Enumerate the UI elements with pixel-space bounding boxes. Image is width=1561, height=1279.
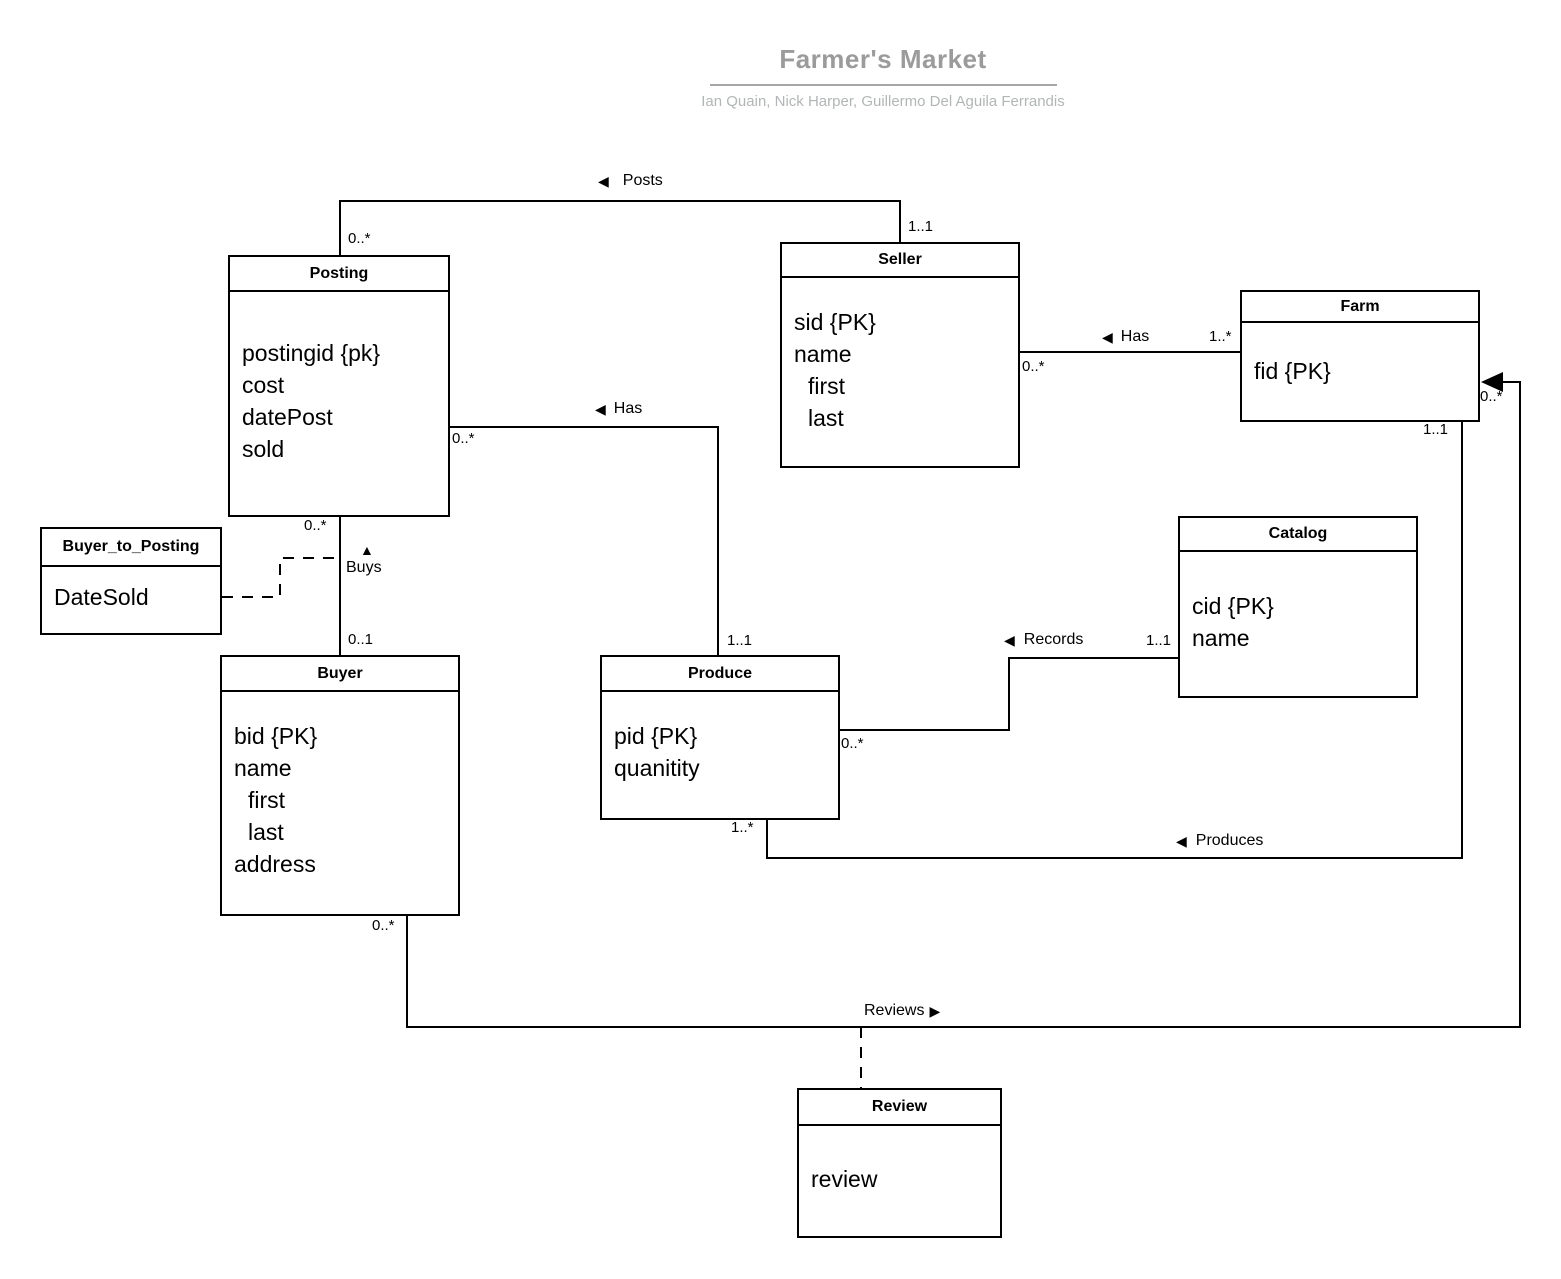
entity-attribute: fid {PK} [1254,358,1331,384]
multiplicity-has-seller: 0..* [1022,358,1045,375]
left-arrow-icon: ◀ [1102,329,1113,345]
relationship-name: Buys [346,559,382,576]
entity-seller-attributes: sid {PK} name first last [782,278,1018,434]
multiplicity-buys-buyer: 0..1 [348,631,374,648]
entity-buyer: Buyer bid {PK} name first last address [220,655,460,916]
relationship-label-has-posting-produce: ◀ Has [595,400,642,418]
entity-catalog: Catalog cid {PK} name [1178,516,1418,698]
entity-attribute: DateSold [54,584,149,610]
up-arrow-icon: ▲ [360,542,374,558]
entity-attribute: quanitity [614,755,700,781]
multiplicity-has-produce: 1..1 [727,632,753,649]
connector-records [840,657,1178,731]
multiplicity-produces-produce: 1..* [731,819,754,836]
entity-buyer-title: Buyer [222,657,458,692]
entity-buyer-attributes: bid {PK} name first last address [222,692,458,880]
right-arrow-icon: ▶ [929,1003,941,1019]
entity-buyer-to-posting-title: Buyer_to_Posting [42,529,220,567]
multiplicity-buys-posting: 0..* [304,517,327,534]
entity-buyer-to-posting-attributes: DateSold [42,567,220,613]
entity-produce-title: Produce [602,657,838,692]
reviews-arrowhead-icon [1481,372,1503,392]
relationship-label-has-seller-farm: ◀ Has [1102,328,1149,346]
entity-posting: Posting postingid {pk} cost datePost sol… [228,255,450,517]
entity-catalog-title: Catalog [1180,518,1416,552]
multiplicity-records-produce: 0..* [841,735,864,752]
relationship-name: Produces [1195,832,1264,849]
entity-attribute: cid {PK} [1192,593,1274,619]
entity-farm: Farm fid {PK} [1240,290,1480,422]
left-arrow-icon: ◀ [1004,632,1015,648]
multiplicity-reviews-farm: 0..* [1480,388,1503,405]
entity-attribute: name [234,755,292,781]
entity-farm-title: Farm [1242,292,1478,323]
diagram-title-block: Farmer's Market Ian Quain, Nick Harper, … [633,44,1133,110]
connector-posts [339,200,901,255]
entity-review-title: Review [799,1090,1000,1126]
multiplicity-posts-seller: 1..1 [908,218,934,235]
entity-attribute: last [808,405,844,431]
relationship-label-produces: ◀ Produces [1176,832,1263,850]
connector-reviews [406,381,1521,1028]
entity-attribute: bid {PK} [234,723,318,749]
entity-seller-title: Seller [782,244,1018,278]
connector-produces [766,422,1463,859]
entity-attribute: sold [242,436,285,462]
multiplicity-has-farm: 1..* [1209,328,1232,345]
entity-attribute: last [248,819,284,845]
multiplicity-reviews-buyer: 0..* [372,917,395,934]
multiplicity-posts-posting: 0..* [348,230,371,247]
multiplicity-records-catalog: 1..1 [1146,632,1172,649]
entity-review-attributes: review [799,1126,1000,1195]
relationship-name: Posts [622,172,663,189]
diagram-authors: Ian Quain, Nick Harper, Guillermo Del Ag… [701,93,1065,110]
entity-seller: Seller sid {PK} name first last [780,242,1020,468]
relationship-label-buys: ▲ Buys [346,543,382,577]
entity-attribute: sid {PK} [794,309,876,335]
entity-produce-attributes: pid {PK} quanitity [602,692,838,784]
left-arrow-icon: ◀ [1176,833,1187,849]
entity-attribute: review [811,1166,878,1192]
entity-attribute: pid {PK} [614,723,698,749]
relationship-label-reviews: Reviews ▶ [864,1002,940,1020]
entity-catalog-attributes: cid {PK} name [1180,552,1416,654]
entity-attribute: first [808,373,846,399]
entity-attribute: datePost [242,404,333,430]
entity-farm-attributes: fid {PK} [1242,323,1478,387]
entity-attribute: address [234,851,316,877]
entity-buyer-to-posting: Buyer_to_Posting DateSold [40,527,222,635]
left-arrow-icon: ◀ [598,173,609,189]
entity-attribute: cost [242,372,285,398]
multiplicity-produces-farm: 1..1 [1423,421,1449,438]
connector-buyer-to-posting-dashed [222,557,340,598]
entity-review: Review review [797,1088,1002,1238]
relationship-name: Has [1120,328,1150,345]
entity-attribute: postingid {pk} [242,340,381,366]
relationship-label-posts: ◀ Posts [598,172,663,190]
entity-attribute: name [794,341,852,367]
title-divider [709,84,1057,86]
relationship-label-records: ◀ Records [1004,631,1083,649]
entity-attribute: first [248,787,286,813]
diagram-title: Farmer's Market [779,44,987,74]
entity-produce: Produce pid {PK} quanitity [600,655,840,820]
entity-attribute: name [1192,625,1250,651]
entity-posting-attributes: postingid {pk} cost datePost sold [230,292,448,465]
connector-has-posting-produce [450,426,719,655]
relationship-name: Has [613,400,643,417]
left-arrow-icon: ◀ [595,401,606,417]
entity-posting-title: Posting [230,257,448,292]
relationship-name: Records [1023,631,1084,648]
multiplicity-has-posting: 0..* [452,430,475,447]
relationship-name: Reviews [864,1002,925,1019]
